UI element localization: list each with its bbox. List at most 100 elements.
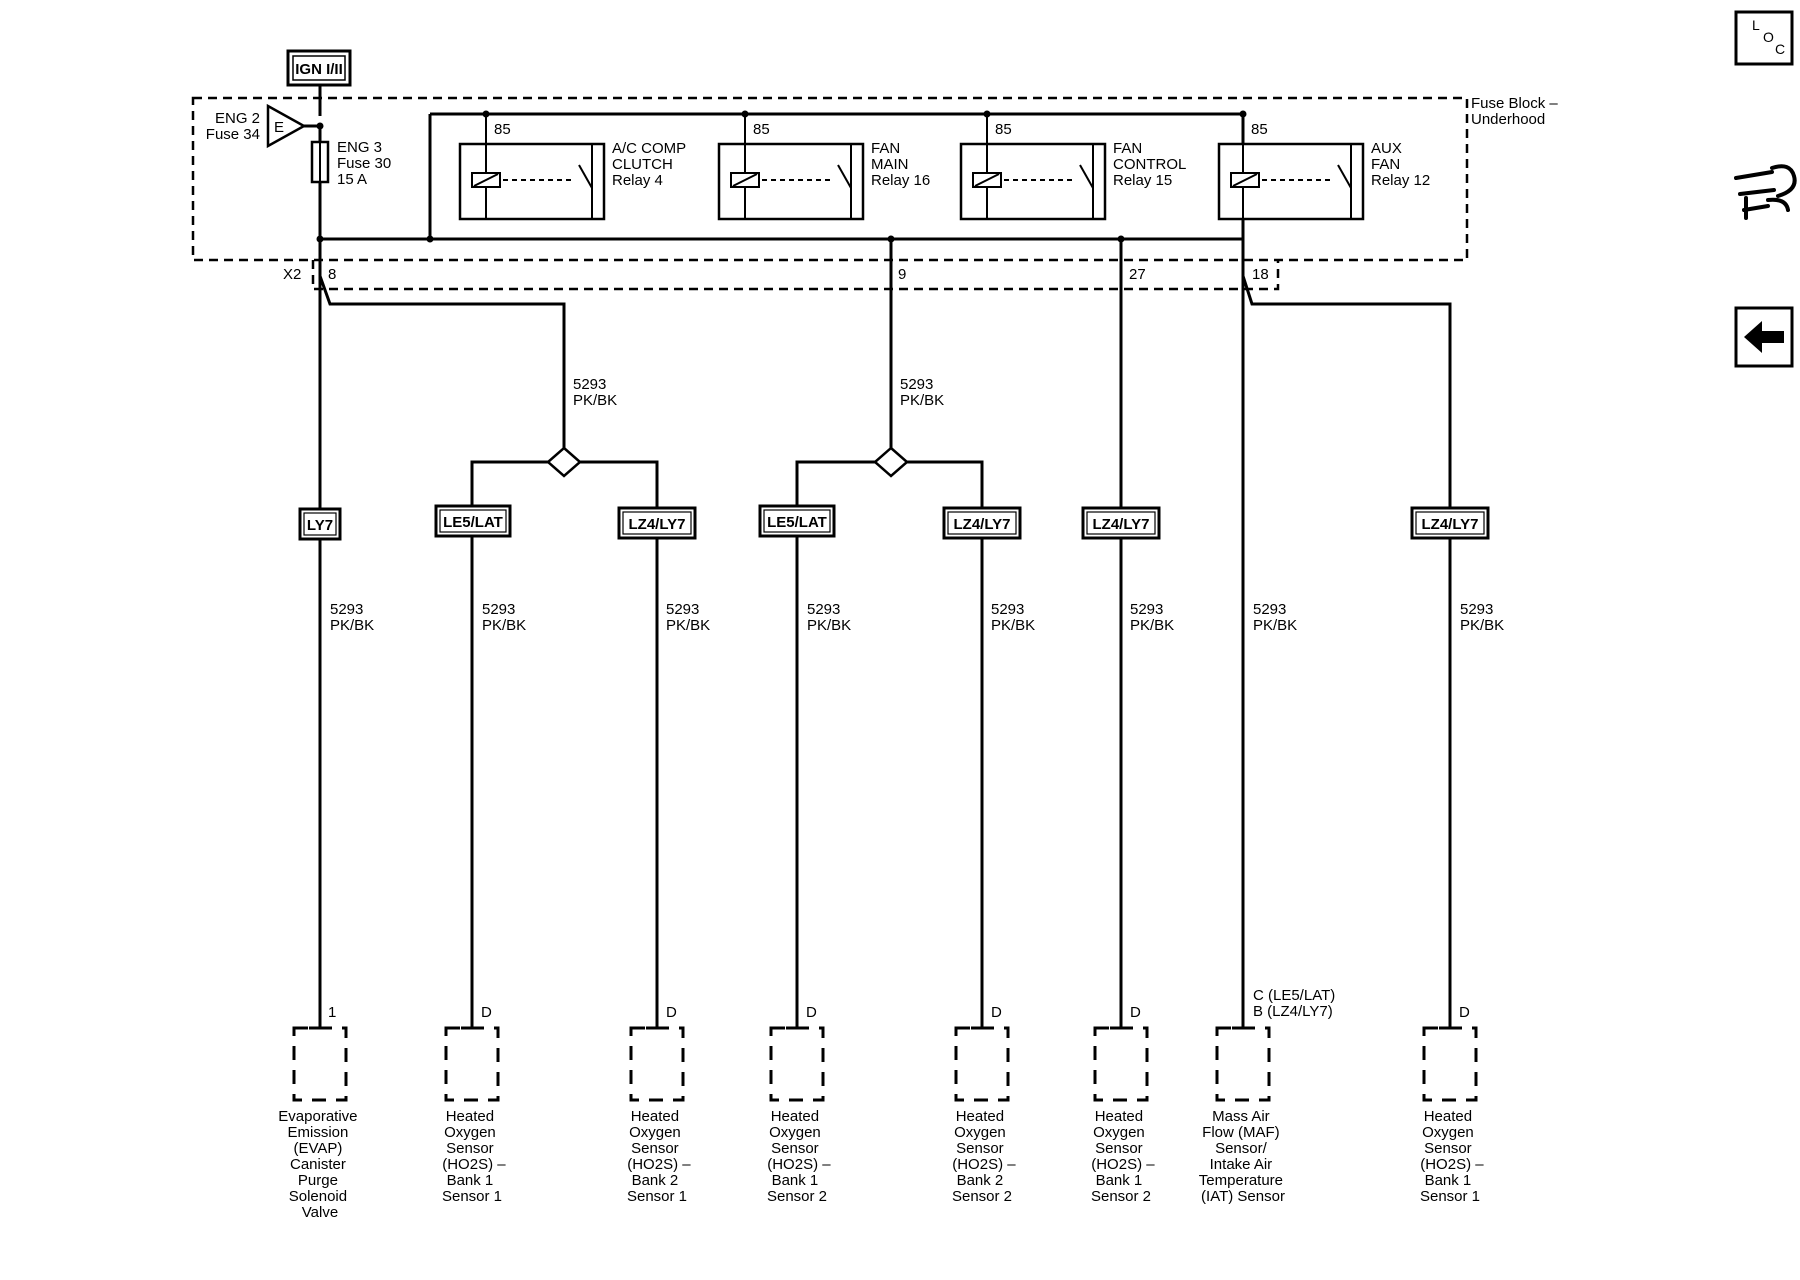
wire-labels: 5293 PK/BK 5293 PK/BK 5293 PK/BK 5293 PK… xyxy=(330,601,1504,634)
component-pin: D xyxy=(666,1004,677,1021)
wire-circuit: 5293 xyxy=(991,601,1024,618)
eng2-triangle-symbol xyxy=(266,103,307,149)
component-pin: 1 xyxy=(328,1004,336,1021)
back-button[interactable] xyxy=(1734,306,1794,368)
back-arrow-icon xyxy=(1744,321,1784,353)
option-box: LZ4/LY7 xyxy=(1081,506,1161,540)
component-outline xyxy=(444,1026,500,1102)
wire-circuit: 5293 xyxy=(330,601,363,618)
relay-pin-label: 85 xyxy=(995,121,1012,138)
eng2-fuse: ENG 2 Fuse 34 E xyxy=(206,103,320,149)
relay-pin-label: 85 xyxy=(494,121,511,138)
component-name: Mass Air Flow (MAF) Sensor/ Intake Air T… xyxy=(1199,1108,1287,1205)
wire-circuit: 5293 xyxy=(1460,601,1493,618)
wire-color: PK/BK xyxy=(1460,617,1504,634)
splice-circuit: 5293 xyxy=(900,376,933,393)
component-outline xyxy=(954,1026,1010,1102)
component-outline xyxy=(292,1026,348,1102)
connector-pin: 8 xyxy=(328,266,336,283)
option-label: LE5/LAT xyxy=(443,514,503,531)
component-name: Heated Oxygen Sensor (HO2S) – Bank 2 Sen… xyxy=(952,1108,1020,1205)
relay-name-line3: Relay 15 xyxy=(1113,172,1172,189)
wire-circuit: 5293 xyxy=(482,601,515,618)
option-box: LZ4/LY7 xyxy=(942,506,1022,540)
connector-pin: 27 xyxy=(1129,266,1146,283)
component-pin: C (LE5/LAT) xyxy=(1253,987,1335,1004)
wire-circuit: 5293 xyxy=(1130,601,1163,618)
relay-4: 85 AUX FAN Relay 12 xyxy=(1217,110,1430,221)
component-name: Heated Oxygen Sensor (HO2S) – Bank 2 Sen… xyxy=(627,1108,695,1205)
component-outline xyxy=(629,1026,685,1102)
splice-diamond-icon xyxy=(546,446,582,478)
loc-letter: O xyxy=(1763,29,1774,45)
relay-name-line2: CLUTCH xyxy=(612,156,673,173)
option-label: LE5/LAT xyxy=(767,514,827,531)
option-label: LZ4/LY7 xyxy=(1422,516,1479,533)
component-outline xyxy=(769,1026,825,1102)
wire-color: PK/BK xyxy=(991,617,1035,634)
fuse-block-label-line1: Fuse Block – xyxy=(1471,95,1558,112)
wire-color: PK/BK xyxy=(1253,617,1297,634)
splice-color: PK/BK xyxy=(900,392,944,409)
relay-1: 85 A/C COMP CLUTCH Relay 4 xyxy=(458,110,686,221)
splice-circuit: 5293 xyxy=(573,376,606,393)
option-label: LZ4/LY7 xyxy=(629,516,686,533)
power-source-label: IGN I/II xyxy=(295,61,343,78)
relay-name-line2: MAIN xyxy=(871,156,909,173)
connector-pin: 9 xyxy=(898,266,906,283)
component-outline xyxy=(1215,1026,1271,1102)
loc-button[interactable]: L O C xyxy=(1734,10,1794,66)
relay-pin-label: 85 xyxy=(753,121,770,138)
wire-color: PK/BK xyxy=(482,617,526,634)
component-pin: B (LZ4/LY7) xyxy=(1253,1003,1333,1020)
relay-name-line1: FAN xyxy=(871,140,900,157)
component-name: Heated Oxygen Sensor (HO2S) – Bank 1 Sen… xyxy=(442,1108,510,1205)
option-box: LY7 xyxy=(298,507,342,541)
component-pin: D xyxy=(1130,1004,1141,1021)
fuse-block-outline xyxy=(191,96,1469,262)
component-outline xyxy=(1422,1026,1478,1102)
component-pin: D xyxy=(806,1004,817,1021)
component-outline xyxy=(1093,1026,1149,1102)
power-source: IGN I/II xyxy=(286,49,352,87)
component-name: Evaporative Emission (EVAP) Canister Pur… xyxy=(278,1108,361,1221)
component-pin: D xyxy=(481,1004,492,1021)
component-pin: D xyxy=(991,1004,1002,1021)
splice-color: PK/BK xyxy=(573,392,617,409)
loc-icon xyxy=(1734,10,1794,66)
relay-name-line1: FAN xyxy=(1113,140,1142,157)
component-name: Heated Oxygen Sensor (HO2S) – Bank 1 Sen… xyxy=(767,1108,835,1205)
loc-letter: L xyxy=(1752,17,1760,33)
option-label: LZ4/LY7 xyxy=(1093,516,1150,533)
wire-circuit: 5293 xyxy=(1253,601,1286,618)
eng2-symbol-letter: E xyxy=(274,119,284,136)
loc-letter: C xyxy=(1775,41,1785,57)
relay-name-line3: Relay 16 xyxy=(871,172,930,189)
relay-name-line3: Relay 4 xyxy=(612,172,663,189)
eng3-rating: 15 A xyxy=(337,171,367,188)
connector-swap-button[interactable] xyxy=(1734,164,1797,220)
option-box: LZ4/LY7 xyxy=(1410,506,1490,540)
relay-pin-label: 85 xyxy=(1251,121,1268,138)
wire-color: PK/BK xyxy=(1130,617,1174,634)
wire-circuit: 5293 xyxy=(666,601,699,618)
relay-name-line3: Relay 12 xyxy=(1371,172,1430,189)
option-label: LY7 xyxy=(307,517,333,534)
relay-name-line1: A/C COMP xyxy=(612,140,686,157)
option-box: LE5/LAT xyxy=(434,504,512,538)
connector-swap-icon xyxy=(1734,164,1797,220)
relay-3: 85 FAN CONTROL Relay 15 xyxy=(959,110,1186,221)
relay-name-line2: CONTROL xyxy=(1113,156,1186,173)
eng3-fuse: ENG 3 Fuse 30 15 A xyxy=(310,126,391,188)
eng3-fuse-number: Fuse 30 xyxy=(337,155,391,172)
wire-color: PK/BK xyxy=(666,617,710,634)
eng2-fuse-number: Fuse 34 xyxy=(206,126,260,143)
relay-name-line2: FAN xyxy=(1371,156,1400,173)
option-box: LZ4/LY7 xyxy=(617,506,697,540)
components: 1 D D D D D C (LE5/LAT) B (LZ4/LY7) D xyxy=(292,987,1478,1102)
relay-name-line1: AUX xyxy=(1371,140,1402,157)
component-name: Heated Oxygen Sensor (HO2S) – Bank 1 Sen… xyxy=(1091,1108,1159,1205)
eng3-name: ENG 3 xyxy=(337,139,382,156)
connector-pin: 18 xyxy=(1252,266,1269,283)
fuse-block-label-line2: Underhood xyxy=(1471,111,1545,128)
